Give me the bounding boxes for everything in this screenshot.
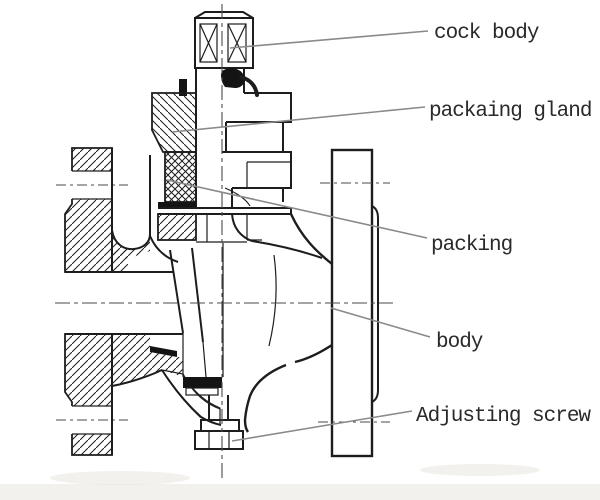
- label-adjusting-screw: Adjusting screw: [416, 405, 591, 428]
- body-bottom-edge: [111, 369, 163, 387]
- gland-and-packing: [151, 92, 197, 241]
- leader-lines: [166, 30, 431, 442]
- body-shoulder-curve: [251, 240, 323, 259]
- label-packing-gland: packaing gland: [429, 100, 591, 123]
- adjusting-screw: [183, 377, 244, 450]
- body-contour-line: [268, 254, 277, 347]
- head-top-face: [194, 11, 254, 19]
- plug-face-line: [191, 247, 204, 343]
- u-channel-bottom: [111, 229, 151, 251]
- packing-section: [164, 151, 197, 203]
- plug: [169, 214, 262, 378]
- gland-stud: [179, 79, 187, 96]
- bonnet-flange-right: [222, 151, 292, 189]
- bonnet-right: [158, 92, 292, 215]
- leader-cock-body: [229, 30, 429, 49]
- gland-flange-right: [226, 92, 292, 123]
- seat-curve: [149, 235, 179, 263]
- body-upper-curve: [289, 213, 333, 265]
- label-packing: packing: [431, 234, 512, 257]
- neck-section: [157, 213, 197, 241]
- label-cock-body: cock body: [434, 22, 539, 45]
- stem-square-head: [194, 17, 254, 69]
- screw-nut: [194, 430, 244, 450]
- leader-adjusting-screw: [231, 410, 413, 442]
- bonnet-collar: [158, 207, 292, 215]
- seat-ring-band: [150, 346, 177, 357]
- leader-body: [330, 307, 431, 338]
- packing-seal-band: [158, 202, 196, 208]
- lower-web-section: [112, 334, 183, 386]
- plug-washer-band: [183, 377, 222, 388]
- screw-shank: [208, 395, 229, 420]
- label-body: body: [436, 331, 483, 354]
- left-flange-lower-section: [64, 333, 113, 456]
- left-flange: [56, 147, 128, 456]
- part-labels: cock body packaing gland packing body Ad…: [416, 22, 592, 428]
- packing-gland-section: [151, 92, 197, 153]
- body-section: [65, 148, 222, 455]
- leader-packing: [166, 179, 428, 239]
- leader-packing-gland: [171, 106, 426, 133]
- raised-face-profile: [371, 205, 379, 403]
- bore-wall-upper: [112, 250, 128, 272]
- body-lower-curve-b: [243, 363, 287, 433]
- centerlines: [55, 4, 393, 478]
- washer: [185, 387, 219, 396]
- body-outline-right: [231, 213, 333, 433]
- port-edge-line: [169, 249, 184, 334]
- head-cross-right: [227, 23, 247, 63]
- scan-smudges: [0, 464, 600, 500]
- body-lower-curve-a: [294, 343, 333, 364]
- stem-stop-pin: [221, 68, 245, 88]
- left-flange-upper-section: [64, 147, 113, 273]
- bowl-outer-curve: [161, 369, 222, 426]
- head-cross-left: [199, 23, 218, 63]
- nut-facets: [208, 431, 230, 449]
